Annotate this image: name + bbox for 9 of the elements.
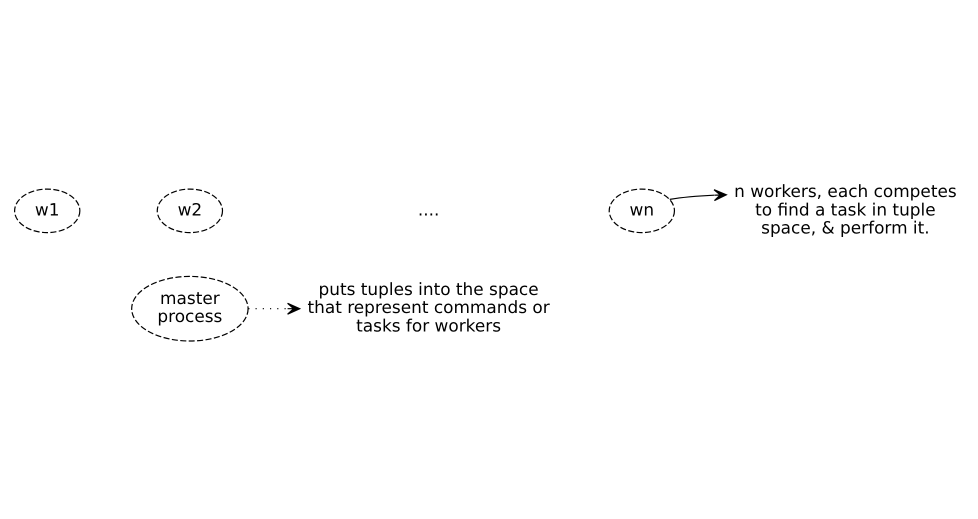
node-ellipse: w2 (156, 188, 223, 233)
node-ellipse: wn (608, 188, 675, 233)
arrow (669, 188, 726, 201)
label: .... (417, 198, 439, 219)
node-text: n workers, each competes to find a task in tuple space, & perform it. (734, 180, 956, 237)
arrow (248, 302, 300, 314)
node-text: puts tuples into the space that represent commands or tasks for workers (307, 278, 550, 335)
node-ellipse: master process (130, 275, 248, 342)
node-ellipse: w1 (14, 188, 80, 233)
